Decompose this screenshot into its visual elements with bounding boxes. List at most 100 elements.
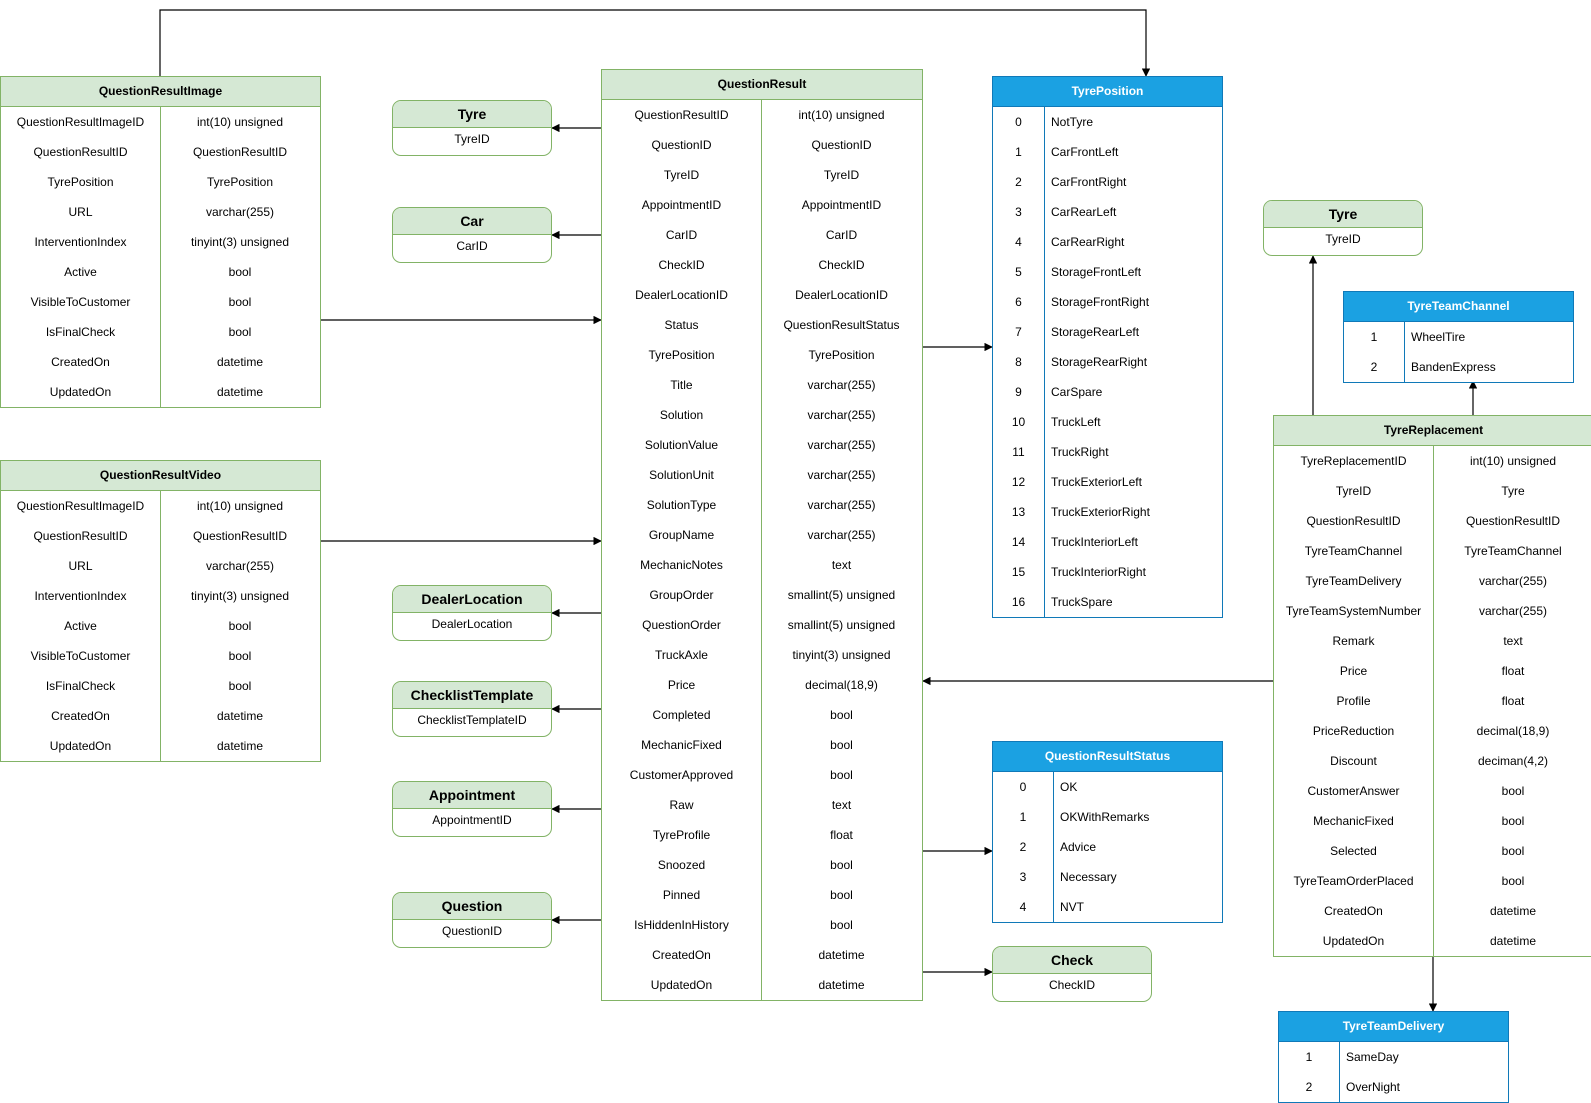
field-name: TyreProfile <box>652 828 711 842</box>
column-divider <box>160 491 161 761</box>
field-name: 0 <box>1015 115 1022 129</box>
field-value: float <box>1501 664 1525 678</box>
column-divider <box>160 107 161 407</box>
field-value: StorageFrontLeft <box>1051 265 1142 279</box>
field-name: Price <box>667 678 696 692</box>
field-name: 2 <box>1305 1080 1313 1094</box>
field-name: SolutionValue <box>644 438 719 452</box>
column-divider <box>1053 772 1054 922</box>
field-name: Completed <box>652 708 711 722</box>
column-divider <box>1044 107 1045 617</box>
field-value: datetime <box>818 948 865 962</box>
ref-tyre-left: Tyre TyreID <box>392 100 552 156</box>
field-value: datetime <box>216 739 264 753</box>
field-name: CreatedOn <box>51 355 110 369</box>
field-value: TyrePosition <box>808 348 875 362</box>
field-value: CarSpare <box>1051 385 1103 399</box>
field-name: TyreID <box>1335 484 1372 498</box>
ref-title: DealerLocation <box>393 586 551 613</box>
field-value: bool <box>830 858 853 872</box>
field-value: int(10) unsigned <box>196 115 284 129</box>
ref-check: Check CheckID <box>992 946 1152 1002</box>
field-value: tinyint(3) unsigned <box>190 589 290 603</box>
field-name: 8 <box>1015 355 1022 369</box>
field-value: TyreID <box>823 168 860 182</box>
table-title: QuestionResult <box>602 70 922 100</box>
field-name: Solution <box>659 408 704 422</box>
field-name: 2 <box>1019 840 1027 854</box>
field-name: 15 <box>1011 565 1026 579</box>
field-name: InterventionIndex <box>34 235 127 249</box>
field-name: UpdatedOn <box>650 978 713 992</box>
field-value: varchar(255) <box>205 559 275 573</box>
field-name: 11 <box>1012 445 1025 459</box>
field-name: QuestionResultID <box>33 529 128 543</box>
field-name: Title <box>670 378 693 392</box>
field-name: TyreReplacementID <box>1300 454 1407 468</box>
field-name: TyrePosition <box>47 175 114 189</box>
field-value: datetime <box>216 709 264 723</box>
ref-field: TyreID <box>1325 232 1361 246</box>
field-value: NVT <box>1060 900 1084 914</box>
field-value: StorageRearLeft <box>1051 325 1140 339</box>
field-name: CustomerAnswer <box>1307 784 1400 798</box>
column-divider <box>1433 446 1434 956</box>
field-name: Profile <box>1336 694 1371 708</box>
field-value: bool <box>830 738 853 752</box>
field-name: SolutionType <box>646 498 717 512</box>
field-name: InterventionIndex <box>34 589 127 603</box>
field-value: SameDay <box>1346 1050 1399 1064</box>
field-name: QuestionResultImageID <box>16 115 145 129</box>
field-value: QuestionResultStatus <box>783 318 900 332</box>
table-row: InterventionIndex tinyint(3) unsigned <box>1 581 320 611</box>
field-value: datetime <box>216 355 264 369</box>
field-name: GroupOrder <box>649 588 714 602</box>
field-name: 2 <box>1370 360 1378 374</box>
ref-title: ChecklistTemplate <box>393 682 551 709</box>
field-value: decimal(18,9) <box>805 678 878 692</box>
ref-title: Check <box>993 947 1151 974</box>
field-name: MechanicFixed <box>641 738 722 752</box>
field-name: MechanicFixed <box>1313 814 1394 828</box>
field-value: bool <box>830 708 853 722</box>
field-value: QuestionResultID <box>192 145 288 159</box>
field-value: QuestionID <box>811 138 872 152</box>
ref-dealer-location: DealerLocation DealerLocation <box>392 585 552 641</box>
field-value: bool <box>830 888 853 902</box>
field-name: IsFinalCheck <box>45 325 116 339</box>
field-name: Active <box>64 265 97 279</box>
